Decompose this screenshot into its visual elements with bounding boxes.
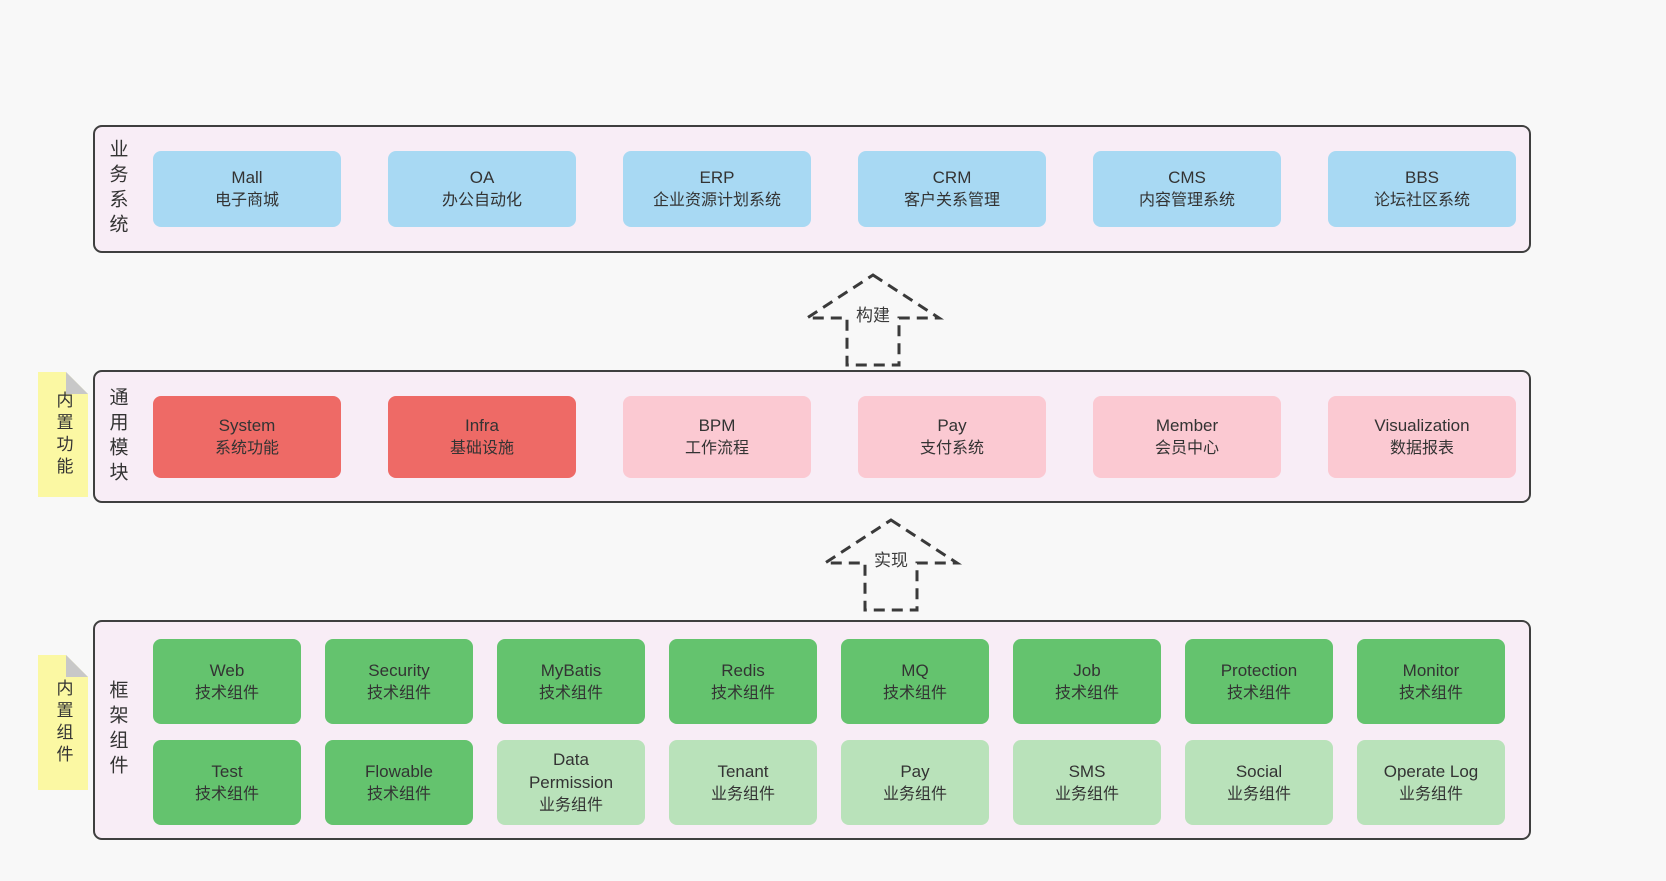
box-protection: Protection 技术组件 <box>1185 639 1333 724</box>
note-fold-icon <box>66 372 88 394</box>
box-system: System 系统功能 <box>153 395 341 478</box>
box-member: Member 会员中心 <box>1093 395 1281 478</box>
box-mybatis: MyBatis 技术组件 <box>497 639 645 724</box>
box-operate-log: Operate Log 业务组件 <box>1357 740 1505 825</box>
sticky-note-built-in-components: 内置组件 <box>38 655 88 790</box>
box-visualization: Visualization 数据报表 <box>1328 395 1516 478</box>
box-mall: Mall 电子商城 <box>153 151 341 227</box>
box-oa: OA 办公自动化 <box>388 151 576 227</box>
up-block-arrow-icon <box>819 518 963 612</box>
sticky-note-built-in-features: 内置功能 <box>38 372 88 497</box>
arrow-build-up: 构建 <box>798 272 948 368</box>
box-social: Social 业务组件 <box>1185 740 1333 825</box>
business-boxes-row: Mall 电子商城 OA 办公自动化 ERP 企业资源计划系统 CRM 客户关系… <box>139 127 1529 251</box>
box-flowable: Flowable 技术组件 <box>325 740 473 825</box>
components-grid: Web 技术组件 Security 技术组件 MyBatis 技术组件 Redi… <box>139 622 1529 838</box>
box-cms: CMS 内容管理系统 <box>1093 151 1281 227</box>
band-framework-components: 框架组件 Web 技术组件 Security 技术组件 MyBatis 技术组件… <box>93 620 1531 840</box>
box-pay-module: Pay 支付系统 <box>858 395 1046 478</box>
box-redis: Redis 技术组件 <box>669 639 817 724</box>
note-fold-icon <box>66 655 88 677</box>
box-infra: Infra 基础设施 <box>388 395 576 478</box>
components-row-1: Web 技术组件 Security 技术组件 MyBatis 技术组件 Redi… <box>153 639 1517 724</box>
box-mq: MQ 技术组件 <box>841 639 989 724</box>
box-web: Web 技术组件 <box>153 639 301 724</box>
arrow-implement-up: 实现 <box>816 517 966 613</box>
up-block-arrow-icon <box>801 273 945 367</box>
box-tenant: Tenant 业务组件 <box>669 740 817 825</box>
band-label-components: 框架组件 <box>106 680 128 780</box>
box-bpm: BPM 工作流程 <box>623 395 811 478</box>
box-erp: ERP 企业资源计划系统 <box>623 151 811 227</box>
modules-boxes-row: System 系统功能 Infra 基础设施 BPM 工作流程 Pay 支付系统… <box>139 372 1529 501</box>
arrow-implement-label: 实现 <box>871 549 911 573</box>
box-test: Test 技术组件 <box>153 740 301 825</box>
box-monitor: Monitor 技术组件 <box>1357 639 1505 724</box>
arrow-build-label: 构建 <box>853 304 893 328</box>
components-row-2: Test 技术组件 Flowable 技术组件 Data Permission … <box>153 740 1517 825</box>
band-common-modules: 通用模块 System 系统功能 Infra 基础设施 BPM 工作流程 Pay… <box>93 370 1531 503</box>
box-bbs: BBS 论坛社区系统 <box>1328 151 1516 227</box>
box-crm: CRM 客户关系管理 <box>858 151 1046 227</box>
box-sms: SMS 业务组件 <box>1013 740 1161 825</box>
box-pay-component: Pay 业务组件 <box>841 740 989 825</box>
box-job: Job 技术组件 <box>1013 639 1161 724</box>
box-security: Security 技术组件 <box>325 639 473 724</box>
band-business-systems: 业务系统 Mall 电子商城 OA 办公自动化 ERP 企业资源计划系统 CRM… <box>93 125 1531 253</box>
band-label-modules: 通用模块 <box>106 386 128 487</box>
box-data-permission: Data Permission 业务组件 <box>497 740 645 825</box>
band-label-business: 业务系统 <box>106 139 128 239</box>
